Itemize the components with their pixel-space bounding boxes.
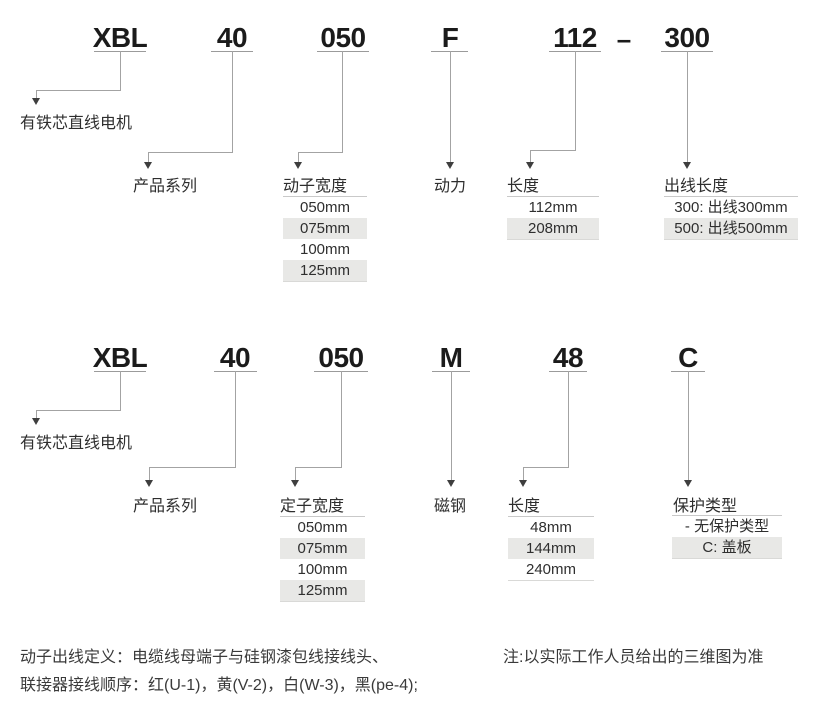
reference-note: 注:以实际工作人员给出的三维图为准	[503, 649, 764, 666]
down-arrowhead-icon	[683, 162, 691, 169]
list-item: 050mm	[299, 199, 351, 216]
list-item: 48mm	[530, 519, 572, 536]
protection-options-list: - 无保护类型 C: 盖板	[672, 515, 782, 559]
connector-line	[120, 371, 121, 410]
power-label: 动力	[434, 178, 467, 195]
down-arrowhead-icon	[684, 480, 692, 487]
list-item: 500: 出线500mm	[664, 218, 798, 239]
connector-line	[298, 152, 299, 162]
code-dash: –	[616, 24, 632, 54]
down-arrowhead-icon	[144, 162, 152, 169]
connector-line	[451, 371, 452, 480]
list-item: 125mm	[280, 580, 365, 601]
stator-width-options-list: 050mm 075mm 100mm 125mm	[280, 516, 365, 602]
code-part-power: F	[441, 22, 459, 53]
connector-line	[36, 90, 121, 91]
connector-line	[235, 371, 236, 467]
down-arrowhead-icon	[32, 418, 40, 425]
list-item: 100mm	[299, 241, 351, 258]
connector-line	[149, 467, 236, 468]
code-part-protection: C	[678, 342, 698, 373]
mover-width-options-list: 050mm 075mm 100mm 125mm	[283, 196, 367, 282]
series-type-label: 有铁芯直线电机	[20, 435, 133, 452]
protection-type-label: 保护类型	[673, 498, 738, 515]
code-part-length: 112	[553, 22, 597, 53]
length-label: 长度	[508, 498, 541, 515]
connector-line	[688, 371, 689, 480]
lead-length-label: 出线长度	[664, 178, 729, 195]
code-part-frame: 40	[216, 22, 248, 53]
code-underline	[431, 51, 468, 52]
down-arrowhead-icon	[145, 480, 153, 487]
length-label: 长度	[507, 178, 540, 195]
wiring-definition-note-line1: 动子出线定义：电缆线母端子与硅钢漆包线接线头、	[20, 649, 389, 666]
list-item: 125mm	[283, 260, 367, 281]
code-part-series: XBL	[92, 22, 148, 53]
list-item: 144mm	[508, 538, 594, 559]
connector-line	[568, 371, 569, 467]
connector-line	[530, 150, 576, 151]
code-part-width: 050	[320, 22, 366, 53]
connector-line	[232, 51, 233, 152]
down-arrowhead-icon	[526, 162, 534, 169]
length-options-list: 112mm 208mm	[507, 196, 599, 240]
connector-line	[575, 51, 576, 150]
connector-line	[148, 152, 233, 153]
down-arrowhead-icon	[291, 480, 299, 487]
connector-line	[298, 152, 343, 153]
length-options-list: 48mm 144mm 240mm	[508, 516, 594, 581]
connector-line	[149, 467, 150, 480]
code-part-length: 48	[552, 342, 584, 373]
mover-width-label: 动子宽度	[283, 178, 348, 195]
series-type-label: 有铁芯直线电机	[20, 115, 133, 132]
product-series-label: 产品系列	[133, 498, 198, 515]
code-part-lead: 300	[664, 22, 710, 53]
list-item: 240mm	[525, 561, 577, 578]
list-item: C: 盖板	[672, 537, 782, 558]
list-item: - 无保护类型	[684, 518, 770, 535]
list-item: 300: 出线300mm	[674, 199, 788, 216]
down-arrowhead-icon	[32, 98, 40, 105]
list-item: 075mm	[280, 538, 365, 559]
connector-line	[295, 467, 342, 468]
connector-line	[295, 467, 296, 480]
stator-width-label: 定子宽度	[280, 498, 345, 515]
list-item: 075mm	[283, 218, 367, 239]
code-underline	[317, 51, 369, 52]
connector-line	[120, 51, 121, 90]
connector-line	[687, 51, 688, 162]
connector-line	[342, 51, 343, 152]
lead-length-options-list: 300: 出线300mm 500: 出线500mm	[664, 196, 798, 240]
product-series-label: 产品系列	[133, 178, 198, 195]
down-arrowhead-icon	[447, 480, 455, 487]
connector-line	[36, 410, 37, 418]
list-item: 112mm	[528, 199, 578, 216]
code-part-magnet: M	[439, 342, 463, 373]
code-part-series: XBL	[92, 342, 148, 373]
down-arrowhead-icon	[294, 162, 302, 169]
connector-line	[523, 467, 524, 480]
connector-line	[530, 150, 531, 162]
connector-line	[36, 90, 37, 98]
connector-line	[36, 410, 121, 411]
connector-line	[148, 152, 149, 162]
connector-line	[523, 467, 569, 468]
down-arrowhead-icon	[446, 162, 454, 169]
magnet-label: 磁钢	[434, 498, 467, 515]
down-arrowhead-icon	[519, 480, 527, 487]
code-part-width: 050	[318, 342, 364, 373]
list-item: 208mm	[507, 218, 599, 239]
wiring-definition-note-line2: 联接器接线顺序：红(U-1)，黄(V-2)，白(W-3)，黑(pe-4);	[20, 677, 418, 694]
code-part-frame: 40	[219, 342, 251, 373]
connector-line	[450, 51, 451, 162]
list-item: 050mm	[297, 519, 348, 536]
list-item: 100mm	[297, 561, 348, 578]
connector-line	[341, 371, 342, 467]
